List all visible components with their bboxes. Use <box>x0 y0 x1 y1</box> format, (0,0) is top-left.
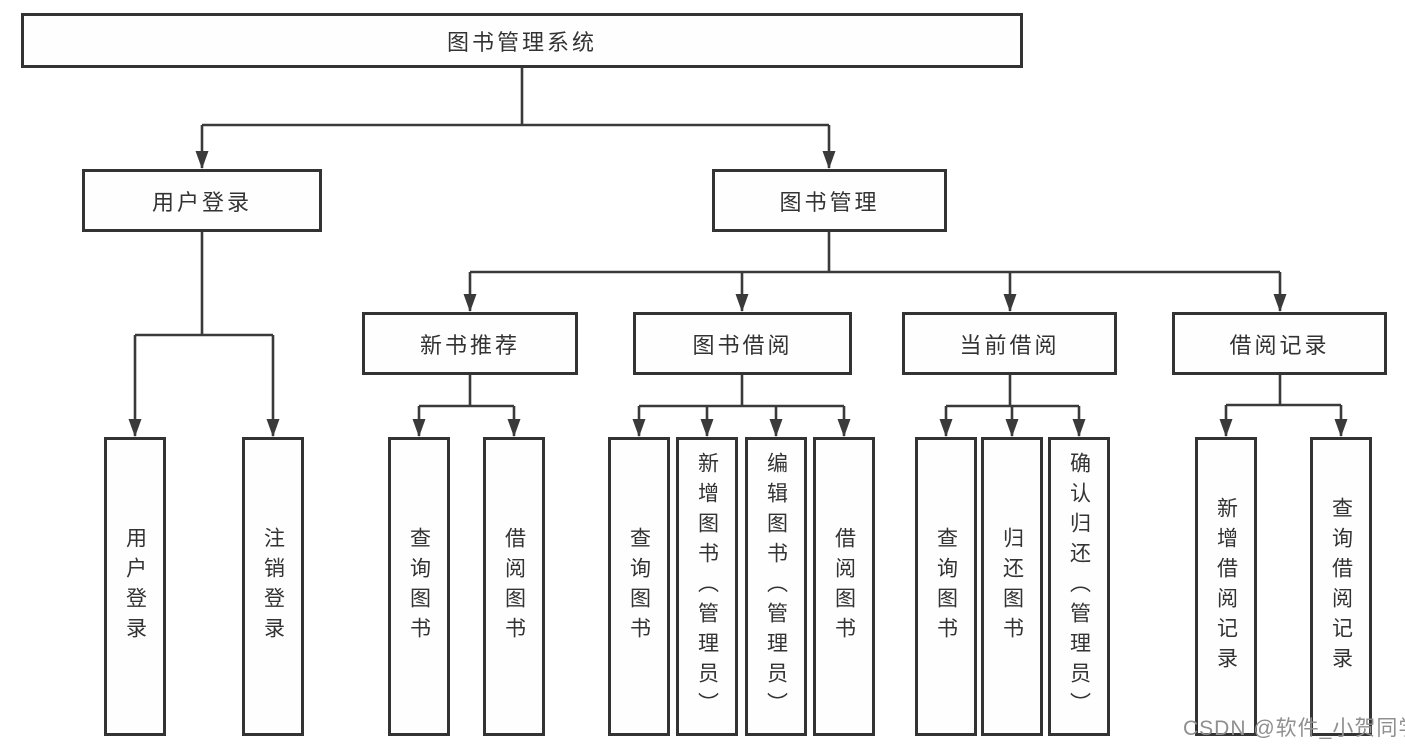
leaf-label: 查询图书 <box>407 526 431 647</box>
leaf-label: 新增借阅记录 <box>1214 496 1238 677</box>
node-leaf-return-books: 归还图书 <box>981 437 1043 736</box>
node-leaf-user-login: 用户登录 <box>104 437 166 736</box>
leaf-label: 编辑图书（管理员） <box>764 451 788 722</box>
node-book-borrow: 图书借阅 <box>633 312 852 375</box>
leaf-label: 注销登录 <box>261 526 285 647</box>
leaf-label: 用户登录 <box>123 526 147 647</box>
leaf-label: 确认归还（管理员） <box>1067 451 1091 722</box>
node-leaf-edit-books-admin: 编辑图书（管理员） <box>745 437 807 736</box>
leaf-label: 查询图书 <box>934 526 958 647</box>
leaf-label: 查询图书 <box>627 526 651 647</box>
leaf-label: 查询借阅记录 <box>1329 496 1353 677</box>
node-library-management-system: 图书管理系统 <box>21 13 1023 68</box>
node-leaf-query-books-1: 查询图书 <box>388 437 450 736</box>
leaf-label: 借阅图书 <box>502 526 526 647</box>
node-new-book-recommend: 新书推荐 <box>362 312 578 375</box>
node-current-borrow: 当前借阅 <box>902 312 1117 375</box>
node-borrow-record: 借阅记录 <box>1172 312 1387 375</box>
node-leaf-borrow-books-1: 借阅图书 <box>483 437 545 736</box>
node-leaf-logout: 注销登录 <box>242 437 304 736</box>
leaf-label: 归还图书 <box>1000 526 1024 647</box>
node-leaf-add-books-admin: 新增图书（管理员） <box>676 437 738 736</box>
node-leaf-borrow-books-2: 借阅图书 <box>813 437 875 736</box>
node-leaf-add-borrow-record: 新增借阅记录 <box>1195 437 1257 736</box>
node-book-management: 图书管理 <box>712 169 947 232</box>
csdn-watermark: CSDN @软件_小贺同学 <box>1183 717 1405 740</box>
node-user-login: 用户登录 <box>82 169 322 232</box>
leaf-label: 新增图书（管理员） <box>695 451 719 722</box>
leaf-label: 借阅图书 <box>832 526 856 647</box>
node-leaf-query-books-2: 查询图书 <box>608 437 670 736</box>
node-leaf-query-borrow-record: 查询借阅记录 <box>1310 437 1372 736</box>
node-leaf-confirm-return-admin: 确认归还（管理员） <box>1048 437 1110 736</box>
node-leaf-query-books-3: 查询图书 <box>915 437 977 736</box>
